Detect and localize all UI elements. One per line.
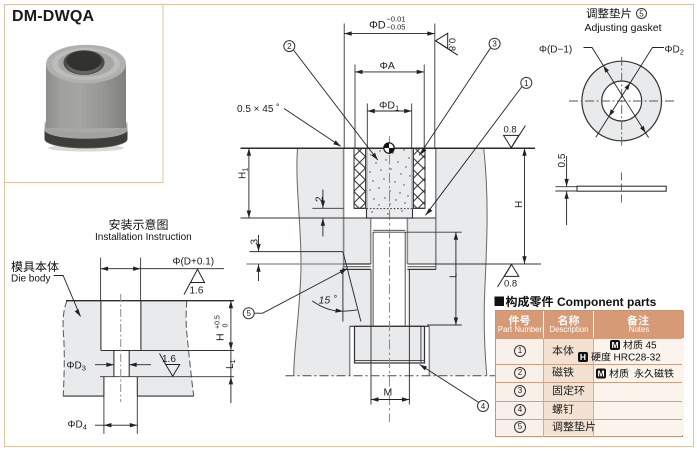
svg-text:ΦA: ΦA bbox=[380, 60, 395, 72]
svg-text:2: 2 bbox=[315, 196, 326, 202]
svg-text:Component parts: Component parts bbox=[557, 295, 657, 309]
svg-text:2: 2 bbox=[287, 42, 292, 51]
svg-text:L: L bbox=[449, 272, 460, 278]
svg-text:ΦD: ΦD bbox=[369, 20, 386, 32]
svg-text:15 ˚: 15 ˚ bbox=[319, 295, 338, 307]
svg-text:Φ(D+0.1): Φ(D+0.1) bbox=[173, 257, 215, 268]
svg-text:0.8: 0.8 bbox=[504, 279, 517, 290]
svg-text:H1: H1 bbox=[238, 168, 250, 179]
svg-text:ΦD2: ΦD2 bbox=[665, 45, 684, 57]
svg-text:Die body: Die body bbox=[11, 274, 50, 285]
svg-text:0.5: 0.5 bbox=[557, 153, 568, 167]
svg-text:1.6: 1.6 bbox=[190, 286, 204, 297]
svg-text:1: 1 bbox=[524, 79, 529, 88]
svg-text:1.6: 1.6 bbox=[162, 354, 176, 365]
svg-text:−0.01: −0.01 bbox=[387, 15, 406, 24]
svg-text:0.5 × 45 ˚: 0.5 × 45 ˚ bbox=[237, 103, 280, 115]
svg-text:Adjusting gasket: Adjusting gasket bbox=[585, 22, 662, 34]
svg-text:H: H bbox=[514, 201, 525, 208]
svg-text:5: 5 bbox=[639, 10, 644, 19]
svg-text:−0.05: −0.05 bbox=[387, 23, 406, 32]
svg-text:Φ(D−1): Φ(D−1) bbox=[539, 45, 572, 56]
svg-text:H: H bbox=[215, 333, 227, 341]
svg-text:ΦD1: ΦD1 bbox=[379, 100, 399, 113]
svg-text:0.8: 0.8 bbox=[504, 125, 517, 136]
svg-text:L1: L1 bbox=[225, 359, 237, 369]
svg-text:5: 5 bbox=[246, 309, 251, 318]
svg-text:+0.5: +0.5 bbox=[215, 315, 222, 329]
svg-text:ΦD4: ΦD4 bbox=[68, 420, 87, 432]
svg-text:4: 4 bbox=[481, 402, 486, 411]
svg-text:0: 0 bbox=[223, 324, 230, 328]
svg-text:Installation Instruction: Installation Instruction bbox=[95, 232, 192, 243]
svg-text:0.8: 0.8 bbox=[446, 38, 457, 51]
svg-text:M: M bbox=[384, 387, 393, 399]
svg-text:ΦD3: ΦD3 bbox=[67, 361, 86, 373]
svg-text:3: 3 bbox=[250, 239, 261, 245]
svg-text:3: 3 bbox=[492, 40, 497, 49]
